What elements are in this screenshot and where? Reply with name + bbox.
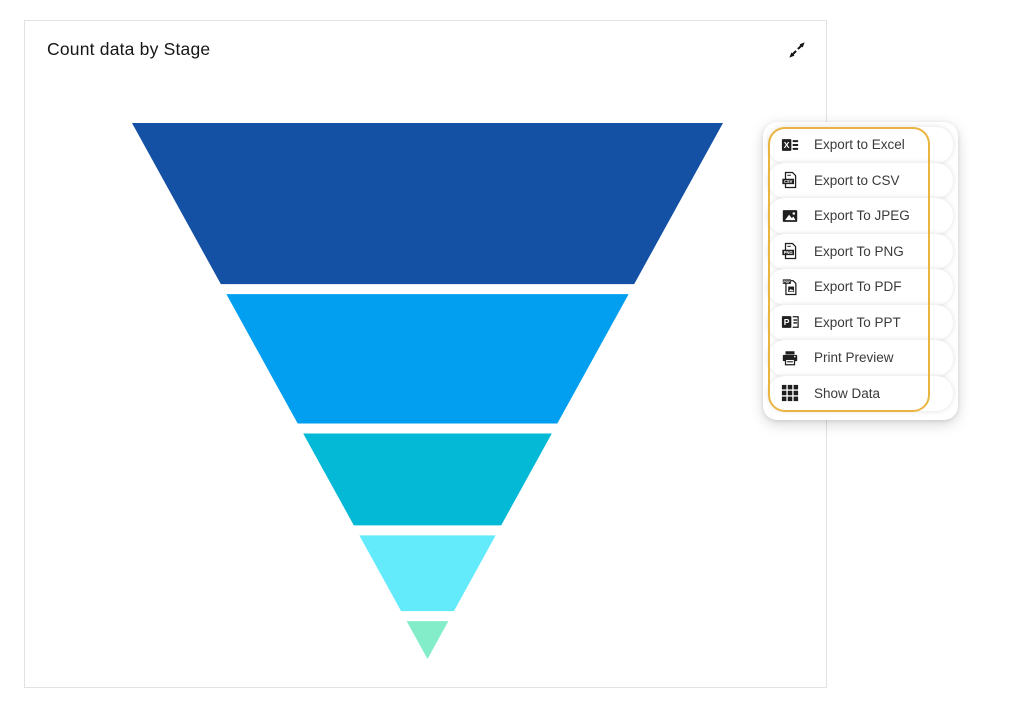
menu-item-export-to-excel[interactable]: X Export to Excel [768, 127, 953, 163]
menu-item-export-to-jpeg[interactable]: Export To JPEG [768, 198, 953, 234]
svg-text:PDF: PDF [783, 280, 791, 284]
menu-item-print-preview[interactable]: Print Preview [768, 340, 953, 376]
csv-icon: CSV [781, 171, 799, 189]
jpeg-icon [781, 207, 799, 225]
funnel-segment-5[interactable] [406, 621, 449, 659]
excel-icon: X [781, 136, 799, 154]
menu-item-label: Print Preview [814, 350, 894, 366]
expand-button[interactable] [782, 35, 812, 65]
grid-icon [781, 384, 799, 402]
printer-icon [781, 349, 799, 367]
ppt-icon: P [781, 313, 799, 331]
menu-item-label: Export to Excel [814, 137, 905, 153]
menu-item-show-data[interactable]: Show Data [768, 375, 953, 411]
svg-text:PNG: PNG [784, 250, 793, 255]
menu-item-label: Export to CSV [814, 172, 900, 188]
menu-item-label: Export To PNG [814, 243, 904, 259]
menu-item-label: Export To JPEG [814, 208, 910, 224]
menu-item-export-to-csv[interactable]: CSV Export to CSV [768, 162, 953, 198]
funnel-segment-3[interactable] [303, 433, 552, 526]
menu-item-label: Show Data [814, 385, 881, 401]
png-icon: PNG [781, 242, 799, 260]
chart-title: Count data by Stage [47, 39, 211, 59]
funnel-segment-2[interactable] [226, 294, 629, 424]
menu-item-label: Export To PPT [814, 314, 901, 330]
chart-panel: Count data by Stage [24, 20, 827, 688]
svg-text:P: P [784, 317, 790, 327]
menu-item-export-to-pdf[interactable]: PDF Export To PDF [768, 269, 953, 305]
pdf-icon: PDF [781, 278, 799, 296]
svg-text:X: X [784, 140, 790, 150]
expand-icon [789, 42, 805, 58]
menu-item-label: Export To PDF [814, 279, 902, 295]
funnel-segment-4[interactable] [359, 535, 496, 612]
menu-item-export-to-png[interactable]: PNG Export To PNG [768, 233, 953, 269]
svg-text:CSV: CSV [784, 179, 793, 184]
funnel-chart [132, 123, 723, 659]
menu-item-export-to-ppt[interactable]: P Export To PPT [768, 304, 953, 340]
funnel-segment-1[interactable] [132, 123, 723, 285]
